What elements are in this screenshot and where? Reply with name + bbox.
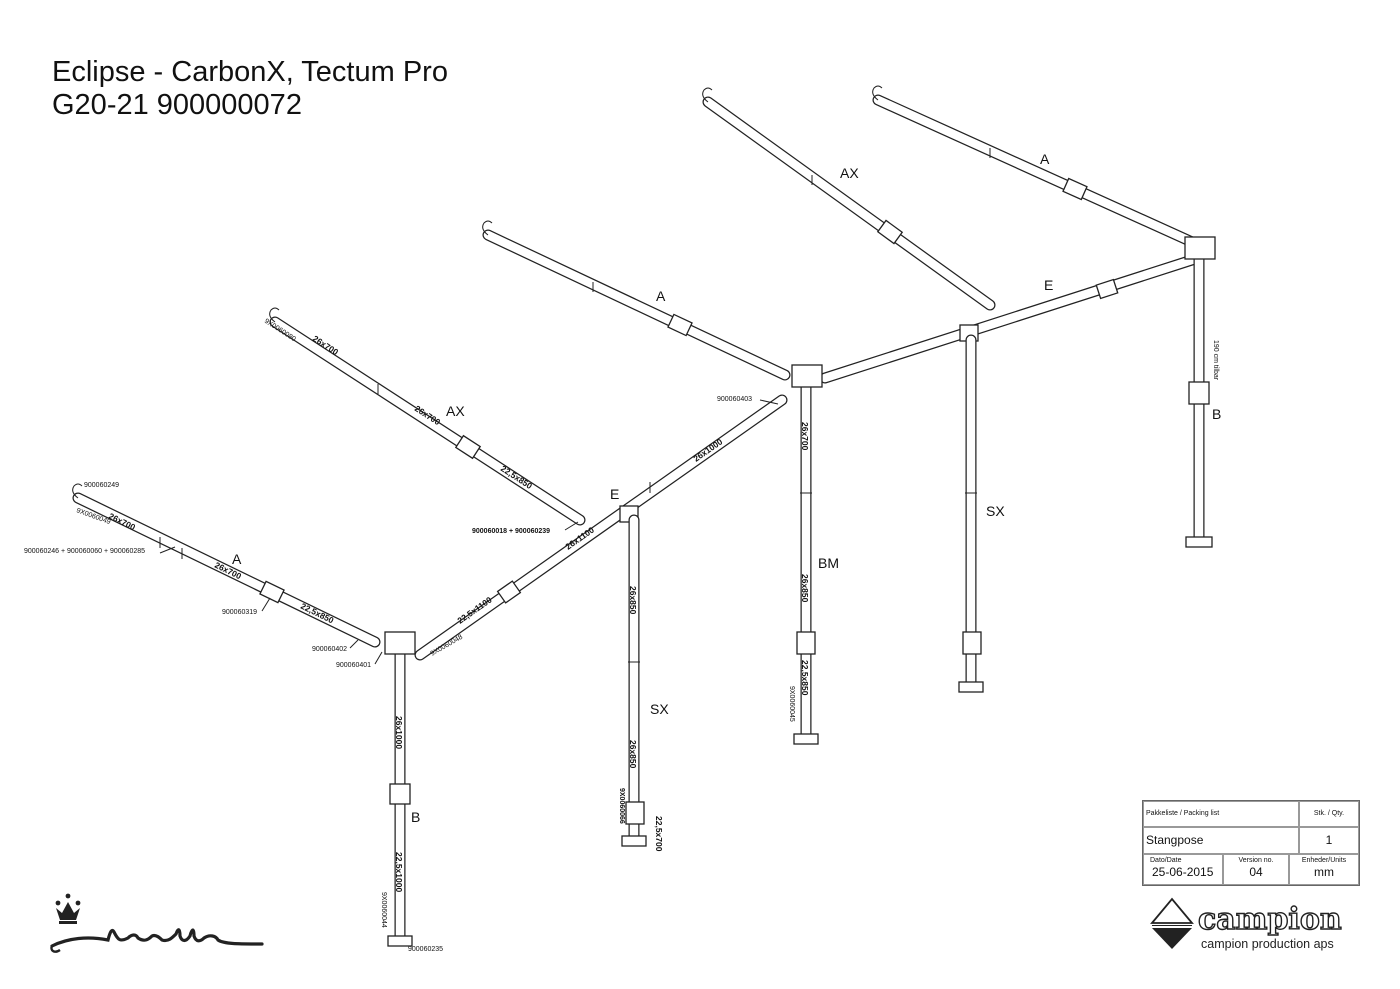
campion-triangle-icon bbox=[1150, 897, 1194, 924]
dim-bm-1: 26x700 bbox=[800, 422, 810, 451]
campion-wordmark: campion bbox=[1198, 902, 1342, 937]
dim-b-front-2: 22,5x1000 bbox=[394, 852, 404, 892]
label-b-back: B bbox=[1212, 406, 1221, 422]
packing-header-label: Pakkeliste / Packing list bbox=[1143, 801, 1299, 827]
label-a-front: A bbox=[232, 551, 242, 567]
drawing-title: Eclipse - CarbonX, Tectum Pro G20-21 900… bbox=[52, 56, 448, 122]
isabella-script bbox=[50, 928, 264, 948]
packing-version: Version no. 04 bbox=[1223, 854, 1289, 885]
pn-401: 900060401 bbox=[336, 662, 371, 669]
pn-402: 900060402 bbox=[312, 646, 347, 653]
title-line-1: Eclipse - CarbonX, Tectum Pro bbox=[52, 56, 448, 88]
upright-sx-back bbox=[958, 334, 984, 693]
dim-bm-2: 26x850 bbox=[800, 574, 810, 603]
eave-e-front bbox=[414, 394, 788, 661]
crown-icon bbox=[55, 893, 81, 924]
label-e-front: E bbox=[610, 486, 619, 502]
pn-235: 900060235 bbox=[408, 946, 443, 953]
dim-sx-front-3: 22,5x700 bbox=[654, 816, 664, 852]
label-a-back: A bbox=[1040, 151, 1050, 167]
dim-sx-front-2: 26x850 bbox=[628, 740, 638, 769]
pn-044: 9X0060044 bbox=[380, 892, 387, 928]
campion-logo: campion campion production aps bbox=[1150, 897, 1343, 951]
pn-249: 900060249 bbox=[84, 482, 119, 489]
title-line-2: G20-21 900000072 bbox=[52, 89, 302, 121]
packing-qty: 1 bbox=[1299, 827, 1359, 854]
rafter-a-back bbox=[872, 85, 1198, 248]
rafter-ax-second bbox=[269, 307, 586, 526]
pn-sx: 9X0060066 bbox=[618, 788, 625, 824]
label-ax-back: AX bbox=[840, 165, 859, 181]
eave-e-back bbox=[819, 254, 1198, 384]
pn-combo1: 900060246 + 900060060 + 900060285 bbox=[24, 548, 145, 555]
label-a-middle: A bbox=[656, 288, 666, 304]
packing-list-table: Pakkeliste / Packing list Stk. / Qty. St… bbox=[1142, 800, 1360, 886]
label-sx-front: SX bbox=[650, 701, 669, 717]
packing-item: Stangpose bbox=[1143, 827, 1299, 854]
rafter-a-front bbox=[72, 483, 381, 648]
pn-combo2: 900060018 + 900060239 bbox=[472, 528, 550, 535]
dim-b-back-tilt: 190 cm tilbar bbox=[1212, 340, 1219, 381]
label-bm: BM bbox=[818, 555, 839, 571]
pn-319: 900060319 bbox=[222, 609, 257, 616]
label-sx-back: SX bbox=[986, 503, 1005, 519]
upright-b-back bbox=[1184, 236, 1216, 548]
dim-b-front-1: 26x1000 bbox=[394, 716, 404, 749]
label-ax-second: AX bbox=[446, 403, 465, 419]
pn-403: 900060403 bbox=[717, 396, 752, 403]
label-e-back: E bbox=[1044, 277, 1053, 293]
upright-b-front bbox=[384, 631, 416, 947]
isabella-logo bbox=[50, 893, 264, 953]
campion-subtitle: campion production aps bbox=[1201, 937, 1334, 951]
upright-bm-middle bbox=[791, 364, 823, 745]
rafter-a-middle bbox=[482, 220, 791, 381]
pn-045: 9X0060045 bbox=[788, 686, 795, 722]
rafter-ax-back bbox=[702, 87, 996, 311]
packing-date: Dato/Date 25-06-2015 bbox=[1143, 854, 1223, 885]
dim-sx-front-1: 26x850 bbox=[628, 586, 638, 615]
upright-sx-front bbox=[621, 514, 647, 847]
packing-units: Enheder/Units mm bbox=[1289, 854, 1359, 885]
dim-bm-3: 22,5x850 bbox=[800, 660, 810, 696]
packing-header-qty: Stk. / Qty. bbox=[1299, 801, 1359, 827]
label-b-front: B bbox=[411, 809, 420, 825]
